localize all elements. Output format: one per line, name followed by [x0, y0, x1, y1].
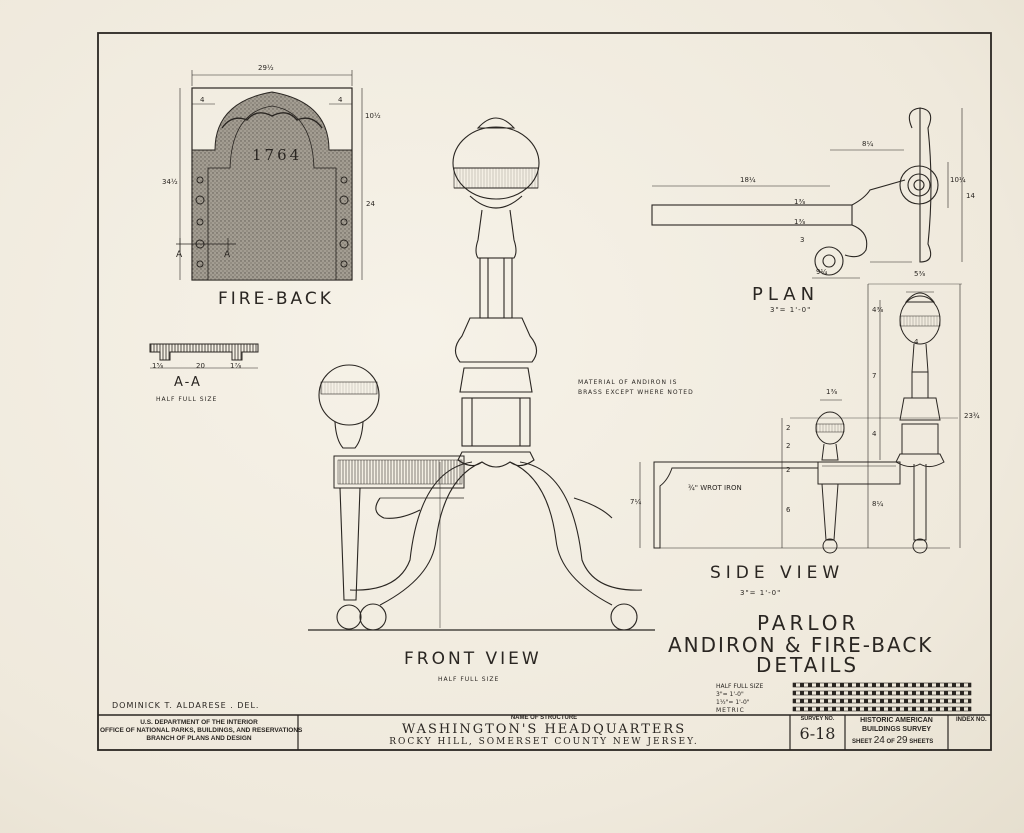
side-view-dim-d2: 7 [872, 372, 877, 380]
plan-title: PLAN [752, 284, 820, 305]
side-view-dim-d3: 4 [872, 430, 877, 438]
agency-line-3: BRANCH OF PLANS AND DESIGN [146, 735, 252, 742]
fireback-dim-left: 4 [200, 96, 205, 104]
sheet-number: SHEET 24 OF 29 SHEETS [852, 735, 933, 746]
section-aa-dim-right: 1⅞ [230, 362, 242, 370]
survey-no: 6-18 [799, 724, 836, 743]
side-view-drawing [639, 283, 962, 554]
section-aa-title: A-A [174, 375, 202, 390]
habs-line-1: HISTORIC AMERICAN [860, 717, 933, 724]
sheet-total: 29 [896, 735, 908, 746]
title-block-lines [297, 715, 949, 750]
fireback-dim-width: 29½ [258, 64, 274, 72]
section-aa-dim-mid: 20 [196, 362, 205, 370]
fireback-dim-height: 34½ [162, 178, 178, 186]
front-view-drawing [308, 117, 655, 631]
agency-line-1: U.S. DEPARTMENT OF THE INTERIOR [140, 719, 258, 726]
side-view-dim-d4: 8¼ [872, 500, 884, 508]
survey-no-label: SURVEY NO. [800, 716, 835, 722]
plan-dim-d: 9¼ [816, 268, 828, 276]
side-view-dim-ball: 1⅜ [826, 388, 838, 396]
fireback-dim-top: 10½ [365, 112, 381, 120]
plan-scale: 3"= 1'-0" [770, 306, 812, 314]
structure-name-label: NAME OF STRUCTURE [510, 715, 578, 721]
plan-drawing [651, 107, 963, 279]
side-view-dim-total: 23¾ [964, 412, 980, 420]
structure-name: WASHINGTON'S HEADQUARTERS [401, 722, 687, 737]
sheet-suffix: SHEETS [909, 739, 934, 745]
fireback-dim-side: 24 [366, 200, 375, 208]
fireback-title: FIRE-BACK [218, 289, 334, 309]
side-view-dim-left: 7¼ [630, 498, 642, 506]
section-mark-right: A [224, 250, 231, 260]
scale-note-4: METRIC [716, 707, 745, 714]
side-view-scale: 3"= 1'-0" [740, 589, 782, 597]
scale-note-2: 3"= 1'-0" [716, 691, 744, 698]
side-view-dim-d1: 4 [914, 338, 919, 346]
plan-dim-height: 14 [966, 192, 975, 200]
sheet-no: 24 [873, 735, 885, 746]
index-no-label: INDEX NO. [956, 717, 987, 723]
detail-title-line2: ANDIRON & FIRE-BACK [668, 633, 934, 657]
detail-title-line3: DETAILS [756, 653, 860, 677]
section-aa-scale: HALF FULL SIZE [156, 396, 218, 403]
section-aa-dim-left: 1⅝ [152, 362, 164, 370]
side-view-dim-s4: 6 [786, 506, 791, 514]
side-view-title: SIDE VIEW [710, 563, 845, 583]
side-view-dim-top: 4⅜ [872, 306, 884, 314]
front-view-scale: HALF FULL SIZE [438, 676, 500, 683]
agency-line-2: OFFICE OF NATIONAL PARKS, BUILDINGS, AND… [100, 727, 303, 734]
habs-line-2: BUILDINGS SURVEY [861, 726, 932, 733]
structure-location: ROCKY HILL, SOMERSET COUNTY NEW JERSEY. [389, 737, 699, 747]
section-mark-left: A [176, 250, 183, 260]
delineator-signature: DOMINICK T. ALDARESE . DEL. [112, 701, 260, 710]
sheet-of: OF [886, 739, 895, 745]
side-view-dim-s1: 2 [786, 424, 791, 432]
sheet-prefix: SHEET [852, 739, 873, 745]
plan-dim-length: 18¼ [740, 176, 756, 184]
fireback-date: 1764 [252, 146, 303, 164]
plan-dim-a: 1⅜ [794, 198, 806, 206]
side-view-dim-s3: 2 [786, 466, 791, 474]
detail-title-line1: PARLOR [757, 611, 860, 635]
fireback-dim-right: 4 [338, 96, 343, 104]
plan-dim-c: 3 [800, 236, 805, 244]
sheet-border [97, 32, 992, 751]
material-note: MATERIAL OF ANDIRON IS BRASS EXCEPT WHER… [578, 379, 694, 396]
side-view-dim-foot: 5⅜ [914, 270, 926, 278]
side-view-iron-note: ¾" WROT IRON [688, 484, 742, 492]
front-view-title: FRONT VIEW [404, 649, 542, 669]
plan-dim-offset: 8¼ [862, 140, 874, 148]
side-view-dim-s2: 2 [786, 442, 791, 450]
fireback-drawing [176, 70, 363, 281]
plan-dim-width: 10¼ [950, 176, 966, 184]
plan-dim-b: 1⅜ [794, 218, 806, 226]
section-aa-drawing [149, 343, 259, 369]
scale-note-1: HALF FULL SIZE [716, 683, 764, 690]
scale-note-3: 1½"= 1'-0" [716, 699, 750, 706]
graphic-scale [792, 682, 972, 712]
